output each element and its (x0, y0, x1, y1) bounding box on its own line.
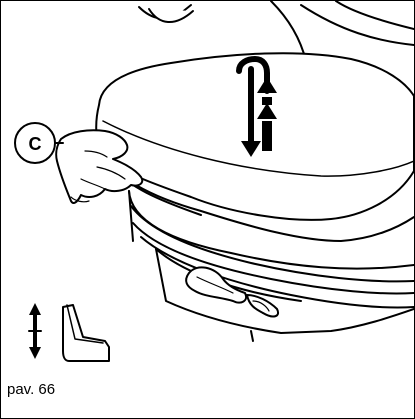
figure-caption: pav. 66 (7, 381, 55, 398)
seat-height-adjust-icon (29, 303, 109, 361)
callout-letter: C (29, 134, 42, 154)
seat-cushion (96, 53, 414, 220)
